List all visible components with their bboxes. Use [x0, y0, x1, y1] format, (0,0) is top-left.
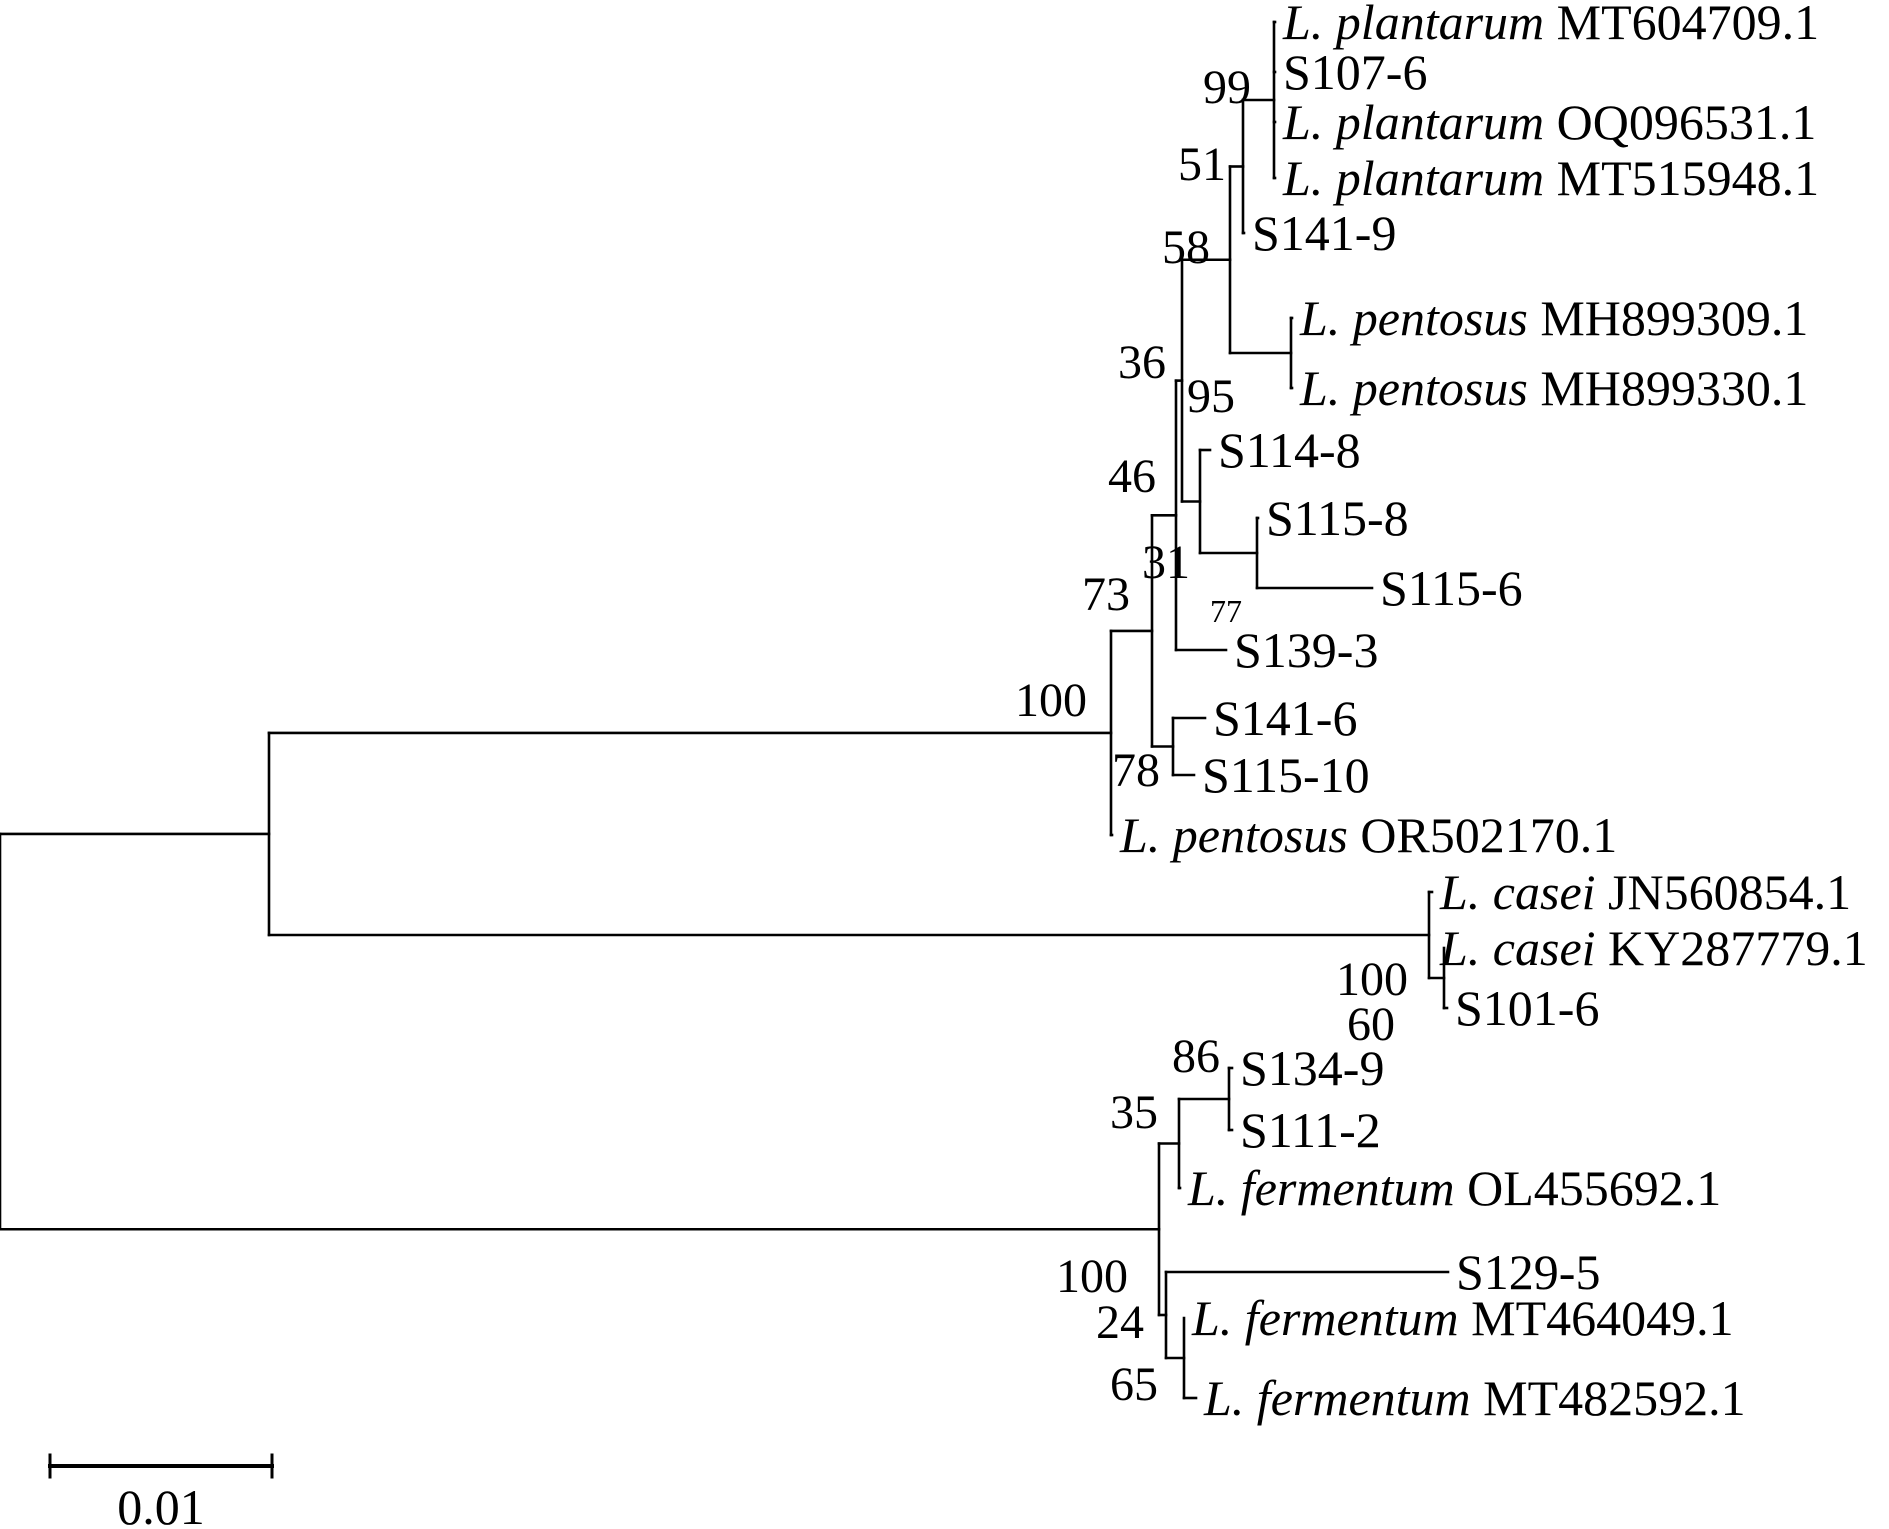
leaf-label: S101-6 — [1455, 980, 1599, 1036]
bootstrap-value: 77 — [1210, 593, 1242, 629]
accession-id: OQ096531.1 — [1557, 94, 1817, 150]
bootstrap-value: 51 — [1178, 138, 1226, 191]
leaf-label: L. plantarum MT515948.1 — [1282, 150, 1819, 206]
accession-id: S141-9 — [1252, 205, 1396, 261]
leaf-label: L. pentosus MH899309.1 — [1299, 290, 1808, 346]
accession-id: MH899309.1 — [1540, 290, 1808, 346]
leaf-label: L. fermentum MT482592.1 — [1203, 1370, 1746, 1426]
leaf-label: S141-6 — [1213, 690, 1357, 746]
leaf-label: S115-10 — [1202, 747, 1370, 803]
species-name: L. pentosus — [1299, 360, 1528, 416]
species-name: L. plantarum — [1282, 94, 1544, 150]
accession-id: MT515948.1 — [1557, 150, 1820, 206]
scale-bar-label: 0.01 — [117, 1479, 205, 1529]
accession-id: MT464049.1 — [1471, 1290, 1734, 1346]
accession-id: S134-9 — [1240, 1040, 1384, 1096]
species-name: L. fermentum — [1191, 1290, 1459, 1346]
accession-id: MH899330.1 — [1540, 360, 1808, 416]
leaf-label: S115-6 — [1380, 560, 1523, 616]
leaf-label: S134-9 — [1240, 1040, 1384, 1096]
leaf-label: S129-5 — [1456, 1244, 1600, 1300]
accession-id: MT604709.1 — [1557, 0, 1820, 50]
species-name: L. pentosus — [1119, 807, 1348, 863]
bootstrap-value: 31 — [1142, 536, 1190, 589]
leaf-label: L. fermentum OL455692.1 — [1187, 1160, 1721, 1216]
accession-id: S115-10 — [1202, 747, 1370, 803]
scale-bar: 0.01 — [48, 1453, 274, 1529]
accession-id: S129-5 — [1456, 1244, 1600, 1300]
accession-id: KY287779.1 — [1608, 920, 1868, 976]
accession-id: JN560854.1 — [1608, 864, 1851, 920]
accession-id: S141-6 — [1213, 690, 1357, 746]
accession-id: S115-8 — [1266, 490, 1409, 546]
bootstrap-value: 24 — [1096, 1296, 1144, 1349]
leaf-label: L. casei KY287779.1 — [1439, 920, 1868, 976]
bootstrap-value: 78 — [1112, 744, 1160, 797]
leaf-label: L. pentosus MH899330.1 — [1299, 360, 1808, 416]
species-name: L. casei — [1439, 864, 1596, 920]
bootstrap-value: 86 — [1172, 1030, 1220, 1083]
bootstrap-value: 65 — [1110, 1358, 1158, 1411]
bootstrap-value: 100 — [1015, 674, 1087, 727]
leaf-label: S114-8 — [1218, 422, 1361, 478]
accession-id: S107-6 — [1283, 44, 1427, 100]
species-name: L. fermentum — [1187, 1160, 1455, 1216]
species-name: L. plantarum — [1282, 150, 1544, 206]
accession-id: OL455692.1 — [1467, 1160, 1721, 1216]
leaf-label: S107-6 — [1283, 44, 1427, 100]
bootstrap-value: 36 — [1118, 336, 1166, 389]
bootstrap-value: 35 — [1110, 1086, 1158, 1139]
leaf-label: S141-9 — [1252, 205, 1396, 261]
accession-id: S115-6 — [1380, 560, 1523, 616]
accession-id: S139-3 — [1234, 622, 1378, 678]
bootstrap-value: 73 — [1082, 568, 1130, 621]
species-name: L. plantarum — [1282, 0, 1544, 50]
accession-id: OR502170.1 — [1360, 807, 1617, 863]
bootstrap-value: 100 — [1056, 1250, 1128, 1303]
bootstrap-value: 100 — [1336, 953, 1408, 1006]
leaf-label: L. fermentum MT464049.1 — [1191, 1290, 1734, 1346]
accession-id: S111-2 — [1240, 1102, 1381, 1158]
bootstrap-value: 58 — [1162, 221, 1210, 274]
leaf-label: L. plantarum MT604709.1 — [1282, 0, 1819, 50]
leaf-label: S115-8 — [1266, 490, 1409, 546]
species-name: L. casei — [1439, 920, 1596, 976]
accession-id: S101-6 — [1455, 980, 1599, 1036]
leaf-label: L. casei JN560854.1 — [1439, 864, 1851, 920]
bootstrap-value: 95 — [1187, 370, 1235, 423]
tree-branches — [0, 20, 1450, 1400]
leaf-label: L. plantarum OQ096531.1 — [1282, 94, 1816, 150]
bootstrap-value: 99 — [1203, 61, 1251, 114]
leaf-label: S111-2 — [1240, 1102, 1381, 1158]
bootstrap-value: 60 — [1347, 998, 1395, 1051]
leaf-label: L. pentosus OR502170.1 — [1119, 807, 1617, 863]
accession-id: MT482592.1 — [1483, 1370, 1746, 1426]
accession-id: S114-8 — [1218, 422, 1361, 478]
bootstrap-value: 46 — [1108, 450, 1156, 503]
species-name: L. pentosus — [1299, 290, 1528, 346]
species-name: L. fermentum — [1203, 1370, 1471, 1426]
leaf-label: S139-3 — [1234, 622, 1378, 678]
